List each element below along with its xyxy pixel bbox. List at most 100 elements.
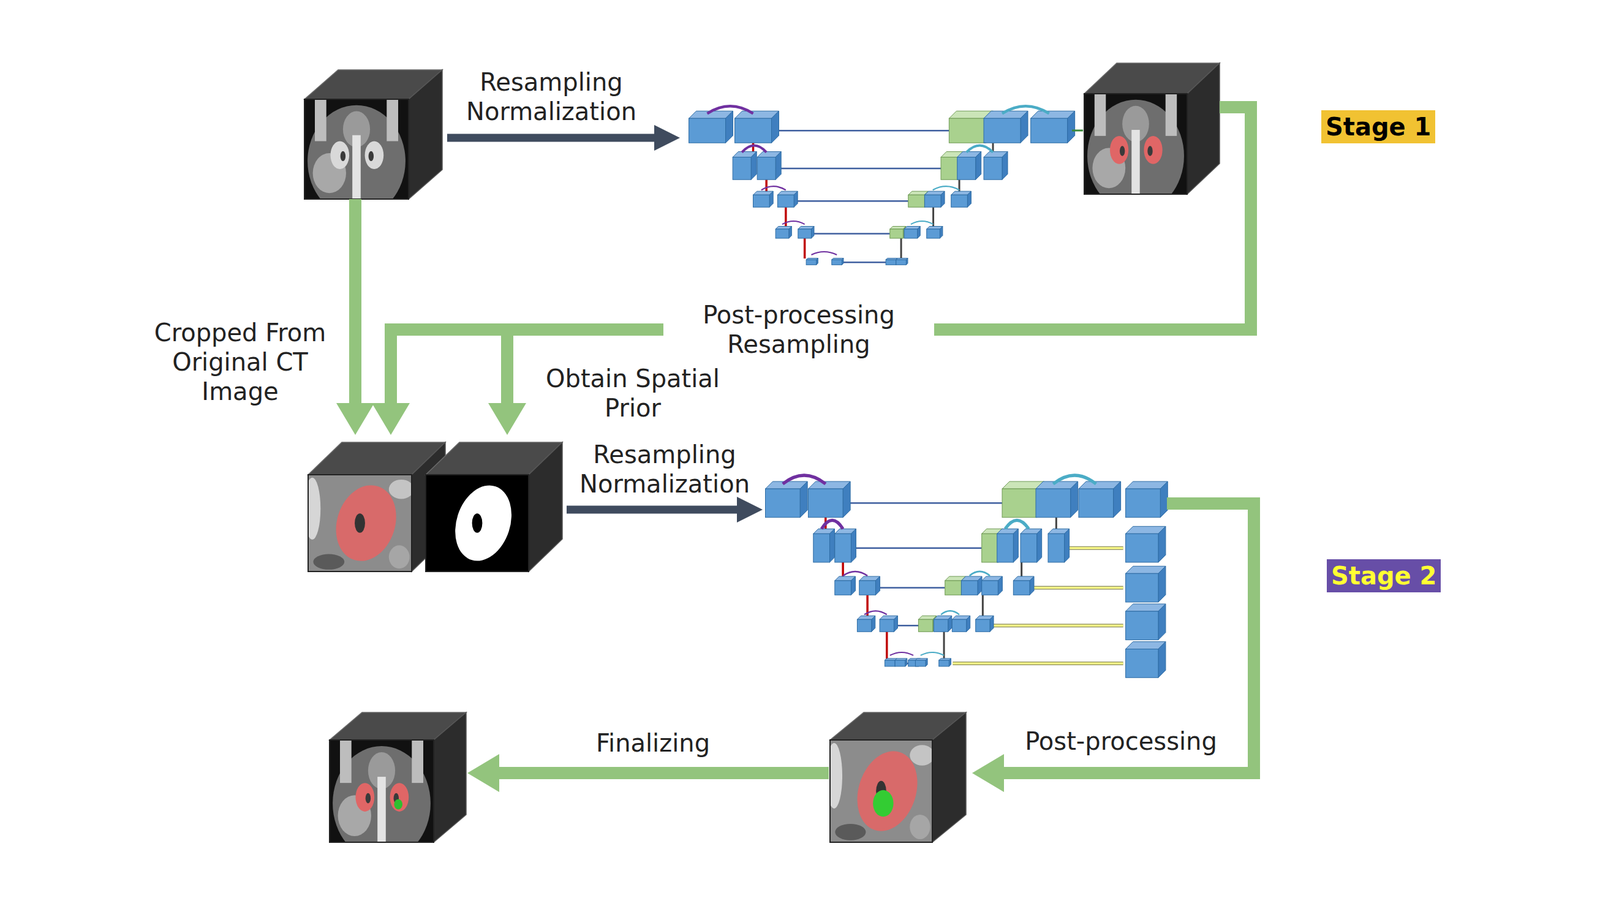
conv-arc [969,571,990,576]
layer-side [1158,526,1166,563]
skip-connection [841,261,886,264]
layer-side [1064,528,1070,563]
supervision-line [952,661,1123,666]
layer-block [890,229,904,239]
stage-region: Stage 1 [148,28,1358,287]
ct-bone [411,739,424,783]
layer-block [885,259,897,265]
conv-arc [761,186,786,190]
dashed-outline [148,28,1358,287]
layer-side [771,110,779,143]
layer-block [732,157,751,181]
skip-connection [793,200,909,203]
layer-block [904,229,918,239]
label-box: Resampling Normalization [548,439,782,499]
conv-arc [932,186,960,190]
layer-side [1160,481,1168,518]
conv-arc [811,251,837,255]
conv-arc [782,221,805,225]
layer-side [1158,566,1166,603]
layer-block [948,118,986,143]
ct-bone [1094,93,1106,136]
green-arrow [501,329,514,405]
label-box: Finalizing [596,728,710,758]
supervision-line [993,623,1124,628]
layer-block [951,619,967,632]
ct-tissue [909,744,933,766]
kidney-mask [445,477,521,568]
layer-block [884,660,895,667]
layer-block [915,660,926,667]
ct-kidney [330,140,350,170]
layer-block [1020,533,1038,563]
layer-side [793,191,798,208]
ct-hilum [1147,145,1153,156]
skip-connection [811,232,890,235]
layer-block [777,194,794,208]
ct-spine [352,135,361,200]
layer-block [918,619,933,632]
ct-tissue [313,554,345,570]
conv-arc [707,105,754,114]
layer-side [811,226,814,239]
conv-arc [821,520,843,529]
layer-block [757,157,776,181]
layer-block [957,157,976,181]
conv-arc [966,145,993,153]
ct-spine [377,776,386,843]
conv-arc [940,610,960,615]
layer-side [1037,528,1042,563]
upsample-arrow [981,594,984,618]
ct-slice [308,474,412,572]
layer-block [983,118,1021,143]
layer-block [933,619,948,632]
layer-side [875,576,880,595]
flow-arrows [355,107,1254,774]
unet-diagrams [689,105,1169,678]
layer-side [1113,481,1121,518]
kidney-mask [847,743,927,840]
kidney-hilum [472,513,483,533]
layer-block [981,533,999,563]
layer-block [1125,488,1161,518]
green-arrow [498,766,829,780]
ct-hilum [340,151,347,162]
stage-label-box: Stage 1 [1321,110,1436,144]
ct-kidney [1109,135,1129,165]
ct-kidney [1143,135,1163,165]
slice-frame [308,474,412,572]
layer-side [800,481,808,518]
cube-side [932,712,967,843]
ct-hilum [365,793,372,804]
layer-block [735,118,772,143]
supervision-line [952,662,1123,665]
layer-block [1030,118,1068,143]
ct-slice [425,474,529,572]
label-box: Resampling Normalization [434,67,668,127]
layer-side [977,576,982,595]
ct-tumor [393,799,403,810]
dashed-outline [151,426,1363,861]
layer-block [859,580,876,595]
ct-volume [1084,63,1220,213]
green-arrow [390,107,1251,405]
layer-block [961,580,978,595]
ct-bone [1165,93,1177,136]
layer-side [1002,151,1008,181]
downsample-arrow [803,238,807,259]
layer-block [1048,533,1065,563]
layer-block [940,157,960,181]
ct-bone [339,739,352,783]
layer-block [1125,611,1159,641]
layer-side [725,110,734,143]
ct-spine [1131,129,1140,195]
layer-side [842,481,851,518]
layer-block [806,259,817,265]
layer-block [983,157,1003,181]
layer-block [896,259,907,265]
conv-arc [1002,105,1050,114]
ct-slice [1084,93,1188,195]
dashed-border [154,429,1360,858]
annotation-label: Resampling Normalization [548,439,782,499]
skip-connection [771,129,949,132]
